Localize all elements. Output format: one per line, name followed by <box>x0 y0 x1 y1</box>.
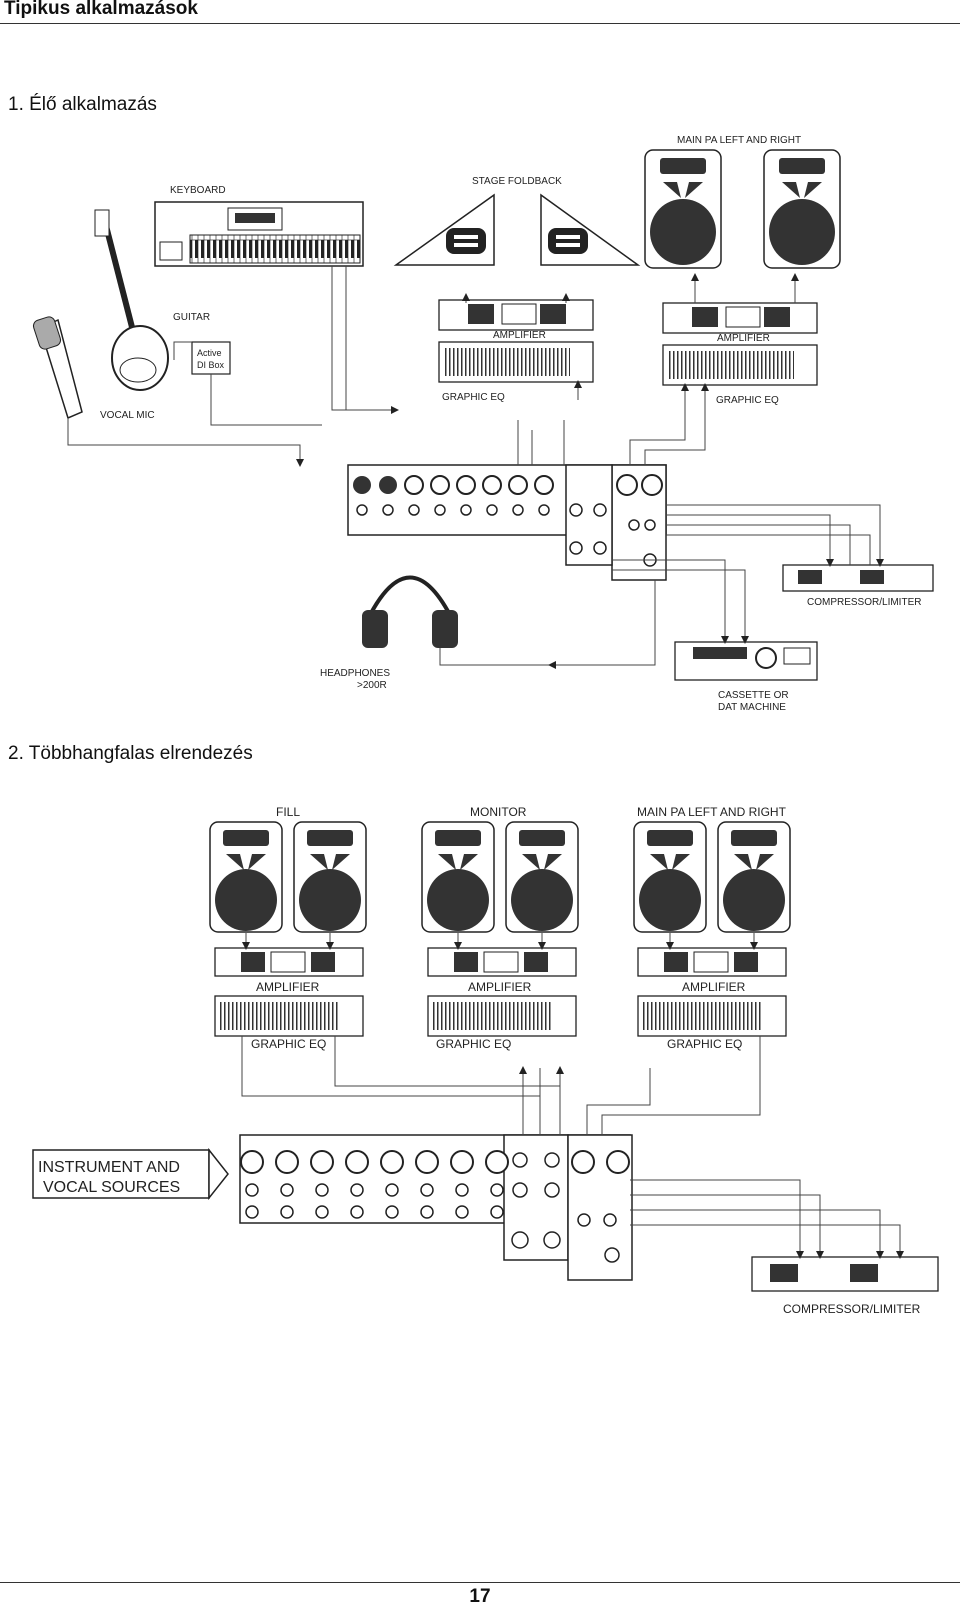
monitor-right-speaker-icon <box>505 821 579 933</box>
foldback-wedge-right-icon <box>540 193 641 266</box>
section-title-live: 1. Élő alkalmazás <box>8 94 157 115</box>
main-graphic-eq-label: GRAPHIC EQ <box>667 1037 742 1051</box>
main-amplifier-label: AMPLIFIER <box>717 333 770 344</box>
sources-label-line2: VOCAL SOURCES <box>43 1179 180 1196</box>
foldback-graphic-eq-icon <box>438 341 594 383</box>
stage-foldback-label: STAGE FOLDBACK <box>472 176 562 187</box>
footer-divider <box>0 1582 960 1583</box>
compressor-limiter-label-2: COMPRESSOR/LIMITER <box>783 1302 921 1316</box>
section-title-multi-speaker: 2. Többhangfalas elrendezés <box>8 743 253 764</box>
headphones-label-line1: HEADPHONES <box>320 668 390 679</box>
cassette-label-line2: DAT MACHINE <box>718 702 786 713</box>
main-pa-left-speaker-icon <box>644 149 722 269</box>
mixer-console-icon-2 <box>239 1134 633 1281</box>
guitar-label: GUITAR <box>173 312 210 323</box>
header-divider <box>0 23 960 24</box>
mixer-console-icon <box>347 464 667 581</box>
foldback-graphic-eq-label: GRAPHIC EQ <box>442 392 505 403</box>
monitor-left-speaker-icon <box>421 821 495 933</box>
foldback-amplifier-icon <box>438 299 594 331</box>
main-amplifier-icon <box>662 302 818 334</box>
page-number: 17 <box>469 1586 491 1607</box>
main-amplifier-label-2: AMPLIFIER <box>682 980 746 994</box>
main-graphic-eq-icon <box>662 344 818 386</box>
foldback-amplifier-label: AMPLIFIER <box>493 330 546 341</box>
main-pa-label: MAIN PA LEFT AND RIGHT <box>677 135 801 146</box>
headphones-icon <box>362 575 458 648</box>
headphones-label-line2: >200R <box>357 680 387 691</box>
main-left-speaker-icon <box>633 821 707 933</box>
monitor-label: MONITOR <box>470 805 527 819</box>
cassette-dat-icon <box>674 641 818 681</box>
di-box-label-line1: Active <box>197 348 222 358</box>
di-box-label-line2: DI Box <box>197 360 225 370</box>
instrument-sources-box <box>32 1147 229 1201</box>
fill-label: FILL <box>276 805 300 819</box>
fill-amplifier-label: AMPLIFIER <box>256 980 320 994</box>
main-pa-label-2: MAIN PA LEFT AND RIGHT <box>637 805 787 819</box>
cable-connections <box>67 266 884 669</box>
foldback-wedge-left-icon <box>393 193 495 266</box>
main-graphic-eq-label: GRAPHIC EQ <box>716 395 779 406</box>
cassette-label-line1: CASSETTE OR <box>718 690 789 701</box>
main-right-speaker-icon <box>717 821 791 933</box>
page-header-title: Tipikus alkalmazások <box>4 0 198 19</box>
fill-left-speaker-icon <box>209 821 283 933</box>
cable-connections-2 <box>241 933 904 1259</box>
multi-speaker-diagram: FILL MONITOR MAIN PA LEFT AND RIGHT AMPL… <box>32 805 939 1316</box>
keyboard-icon <box>154 201 364 267</box>
compressor-limiter-label: COMPRESSOR/LIMITER <box>807 597 921 608</box>
sources-label-line1: INSTRUMENT AND <box>38 1159 180 1176</box>
guitar-icon <box>94 209 169 391</box>
monitor-graphic-eq-label: GRAPHIC EQ <box>436 1037 511 1051</box>
live-application-diagram: KEYBOARD GUITAR Active DI Box VOCAL MIC … <box>32 135 934 713</box>
vocal-mic-label: VOCAL MIC <box>100 410 155 421</box>
keyboard-label: KEYBOARD <box>170 185 226 196</box>
compressor-limiter-icon <box>782 564 934 592</box>
main-pa-right-speaker-icon <box>763 149 841 269</box>
vocal-mic-icon <box>32 316 83 420</box>
fill-graphic-eq-label: GRAPHIC EQ <box>251 1037 326 1051</box>
fill-right-speaker-icon <box>293 821 367 933</box>
compressor-limiter-icon-2 <box>751 1256 939 1292</box>
monitor-amplifier-label: AMPLIFIER <box>468 980 532 994</box>
